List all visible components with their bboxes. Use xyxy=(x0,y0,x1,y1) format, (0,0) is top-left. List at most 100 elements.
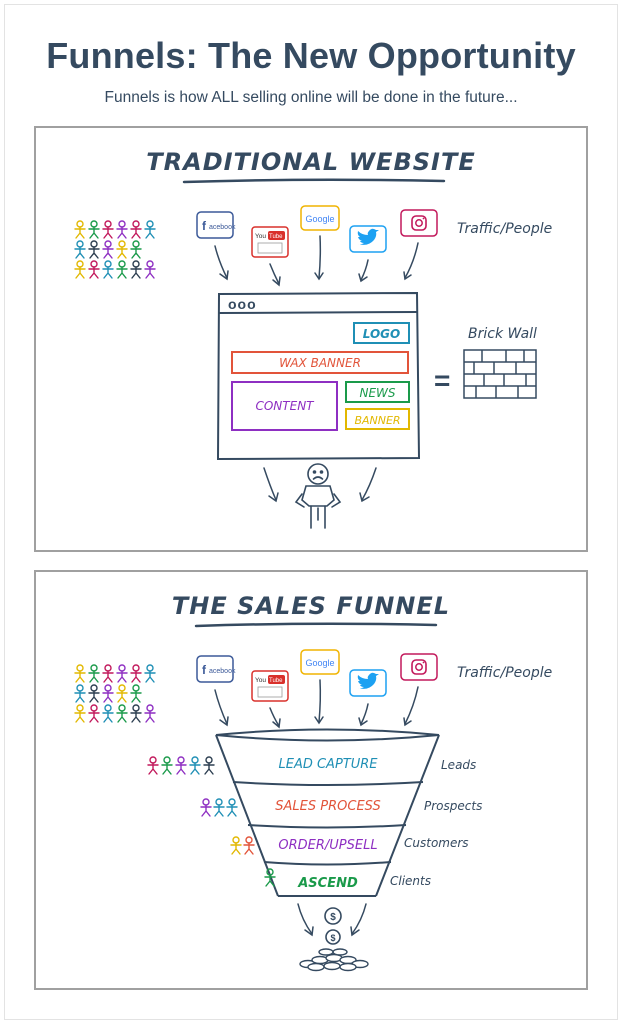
person-icon xyxy=(130,260,142,279)
equals-sign: = xyxy=(434,365,450,396)
traffic-people-label: Traffic/People xyxy=(457,665,552,681)
traditional-heading: TRADITIONAL WEBSITE xyxy=(146,148,475,176)
person-icon xyxy=(74,220,86,239)
person-icon xyxy=(74,240,86,259)
person-icon xyxy=(116,240,128,259)
output-arrows xyxy=(297,903,367,937)
svg-text:Tube: Tube xyxy=(269,234,283,240)
person-icon xyxy=(74,704,86,723)
google-icon: Google xyxy=(300,649,340,675)
people-cluster xyxy=(74,220,156,279)
svg-text:acebook: acebook xyxy=(209,668,236,675)
svg-text:f: f xyxy=(202,663,207,677)
facebook-icon: f acebook xyxy=(196,655,236,683)
person-icon xyxy=(130,704,142,723)
svg-text:You: You xyxy=(255,233,266,240)
news-box: NEWS xyxy=(345,381,410,403)
person-icon xyxy=(74,664,86,683)
svg-text:$: $ xyxy=(330,912,336,923)
google-icon: Google xyxy=(300,205,340,231)
person-icon xyxy=(116,220,128,239)
side-label-customers: Customers xyxy=(404,836,469,850)
banner-box: BANNER xyxy=(345,408,410,430)
traffic-arrows xyxy=(214,235,419,287)
heading-underline xyxy=(182,178,446,184)
page-subtitle: Funnels is how ALL selling online will b… xyxy=(104,89,518,106)
leads-people xyxy=(147,756,215,775)
person-icon xyxy=(130,240,142,259)
person-icon xyxy=(200,798,212,817)
person-icon xyxy=(74,684,86,703)
person-icon xyxy=(130,220,142,239)
person-icon xyxy=(88,664,100,683)
person-icon xyxy=(116,684,128,703)
sad-person-icon xyxy=(294,463,342,529)
person-icon xyxy=(175,756,187,775)
side-label-leads: Leads xyxy=(441,758,476,772)
website-window: ooo xyxy=(216,291,421,461)
twitter-icon xyxy=(349,225,387,253)
traditional-website-panel: TRADITIONAL WEBSITE f acebook You Tube G… xyxy=(34,126,588,552)
prospects-people xyxy=(200,798,238,817)
traffic-arrows xyxy=(214,679,419,729)
sales-funnel-diagram: THE SALES FUNNEL f acebook You Tube Goog… xyxy=(74,592,552,972)
svg-text:LOGO: LOGO xyxy=(363,327,400,341)
people-cluster xyxy=(74,664,156,723)
person-icon xyxy=(144,260,156,279)
person-icon xyxy=(102,240,114,259)
traditional-website-diagram: TRADITIONAL WEBSITE f acebook You Tube G… xyxy=(74,148,552,529)
person-icon xyxy=(130,664,142,683)
person-icon xyxy=(88,260,100,279)
brick-wall-label: Brick Wall xyxy=(468,326,537,342)
person-icon xyxy=(102,220,114,239)
person-icon xyxy=(116,704,128,723)
person-icon xyxy=(116,260,128,279)
person-icon xyxy=(144,664,156,683)
person-icon xyxy=(116,664,128,683)
person-icon xyxy=(203,756,215,775)
stage-lead-capture: LEAD CAPTURE xyxy=(278,757,378,772)
person-icon xyxy=(130,684,142,703)
outcome-arrows xyxy=(263,467,377,503)
person-icon xyxy=(88,240,100,259)
stage-ascend: ASCEND xyxy=(297,876,358,891)
stage-order-upsell: ORDER/UPSELL xyxy=(278,838,377,853)
person-icon xyxy=(102,260,114,279)
person-icon xyxy=(88,684,100,703)
side-label-clients: Clients xyxy=(390,874,431,888)
infographic-page: Funnels: The New Opportunity Funnels is … xyxy=(4,4,618,1020)
svg-text:$: $ xyxy=(330,933,335,943)
person-icon xyxy=(144,704,156,723)
svg-text:acebook: acebook xyxy=(209,224,236,231)
person-icon xyxy=(264,868,276,887)
heading-underline xyxy=(194,622,438,628)
person-icon xyxy=(88,220,100,239)
person-icon xyxy=(213,798,225,817)
svg-text:f: f xyxy=(202,219,207,233)
svg-text:BANNER: BANNER xyxy=(354,414,400,427)
person-icon xyxy=(147,756,159,775)
svg-text:Tube: Tube xyxy=(269,678,283,684)
page-title: Funnels: The New Opportunity xyxy=(46,35,576,76)
dollar-coin-icon: $ xyxy=(324,907,342,925)
customers-people xyxy=(230,836,255,855)
instagram-icon xyxy=(400,653,438,681)
svg-text:Google: Google xyxy=(305,214,334,224)
youtube-icon: You Tube xyxy=(251,226,289,258)
person-icon xyxy=(88,704,100,723)
youtube-icon: You Tube xyxy=(251,670,289,702)
svg-text:You: You xyxy=(255,677,266,684)
person-icon xyxy=(161,756,173,775)
window-dots: ooo xyxy=(228,296,257,312)
person-icon xyxy=(102,684,114,703)
stage-sales-process: SALES PROCESS xyxy=(275,799,380,814)
dollar-coin-icon: $ xyxy=(325,929,341,945)
traffic-people-label: Traffic/People xyxy=(457,221,552,237)
clients-people xyxy=(264,868,276,887)
wax-banner-box: WAX BANNER xyxy=(231,351,409,374)
content-box: CONTENT xyxy=(231,381,338,431)
person-icon xyxy=(226,798,238,817)
sales-funnel-panel: THE SALES FUNNEL f acebook You Tube Goog… xyxy=(34,570,588,990)
coin-pile-icon xyxy=(299,948,369,972)
person-icon xyxy=(74,260,86,279)
